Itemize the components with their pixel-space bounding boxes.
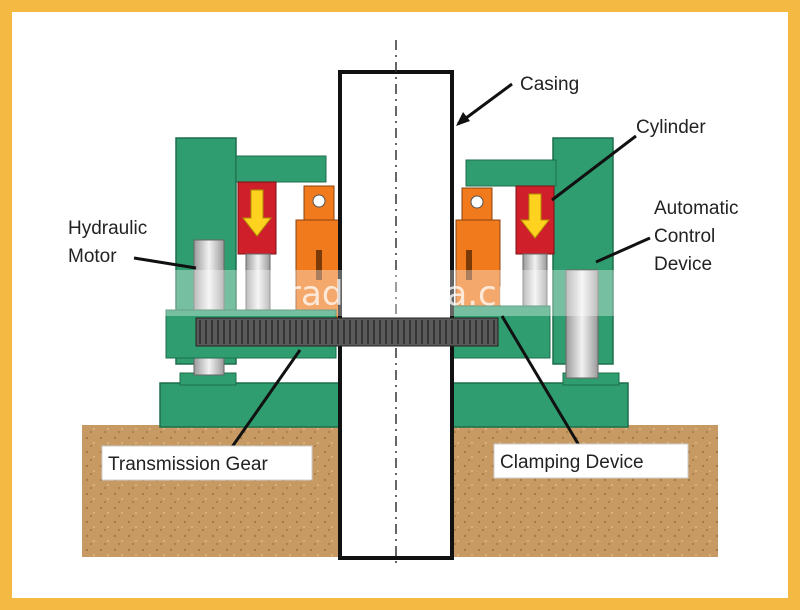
- left-top-arm: [235, 155, 327, 183]
- left-clamp-pin: [312, 194, 326, 208]
- transmission-gear-bar: [195, 317, 499, 347]
- automatic-control-label-line1: Automatic: [654, 198, 738, 219]
- watermark-text: trade.china.cn: [274, 274, 519, 314]
- casing-leader-arrowhead: [456, 112, 470, 126]
- left-clamp-slot: [316, 250, 322, 280]
- transmission-gear-teeth: [199, 320, 495, 344]
- right-clamp-jaw: [455, 219, 501, 321]
- transmission-gear-label-box: [101, 445, 313, 481]
- clamping-device-leader: [500, 315, 582, 448]
- automatic-control-label-line3: Device: [654, 254, 712, 275]
- right-cylinder-piston: [522, 253, 548, 311]
- right-clamp-pin: [470, 195, 484, 209]
- left-cylinder-piston: [245, 253, 271, 315]
- cylinder-leader: [551, 134, 637, 202]
- right-cylinder-arrow: [519, 193, 551, 239]
- watermark-band: [12, 270, 788, 316]
- hydraulic-motor-leader: [133, 256, 197, 270]
- cylinder-label: Cylinder: [636, 117, 706, 138]
- right-clamp-slot: [466, 250, 472, 280]
- transmission-gear-label: Transmission Gear: [108, 454, 268, 475]
- hydraulic-motor-label-line2: Motor: [68, 246, 117, 267]
- automatic-control-label-line2: Control: [654, 226, 715, 247]
- clamping-device-label-box: [493, 443, 689, 479]
- clamping-device-label: Clamping Device: [500, 452, 644, 473]
- right-top-arm: [465, 159, 557, 187]
- casing-label: Casing: [520, 74, 579, 95]
- right-motor-shaft: [565, 269, 599, 379]
- hydraulic-motor-label-line1: Hydraulic: [68, 218, 147, 239]
- left-cylinder-arrow: [241, 189, 273, 237]
- automatic-control-leader: [595, 236, 651, 264]
- transmission-gear-leader: [230, 349, 302, 448]
